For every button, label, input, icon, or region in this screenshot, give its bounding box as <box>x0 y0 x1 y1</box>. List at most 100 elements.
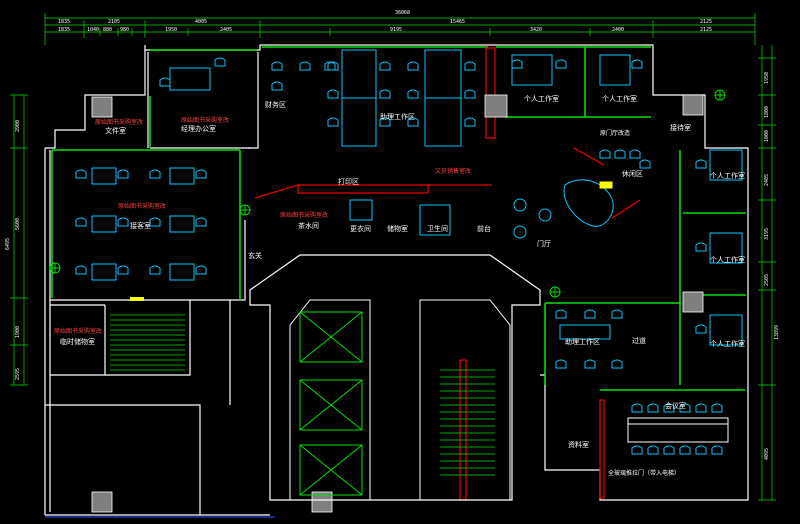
desk <box>424 97 462 147</box>
chair <box>631 445 643 455</box>
desk <box>341 49 377 99</box>
dim-top2-7: 9195 <box>390 27 403 33</box>
label-temp-note: 原始图书采购室改 <box>54 328 103 335</box>
label-manager-office: 经理办公室 <box>181 125 216 133</box>
dim-right-3: 1000 <box>764 129 770 142</box>
label-storage: 储物室 <box>387 225 408 233</box>
chair <box>639 159 651 169</box>
glass-partitions <box>51 46 746 391</box>
label-assist: 助理工作区 <box>565 338 600 346</box>
chair <box>327 61 339 71</box>
chair <box>464 61 476 71</box>
chair <box>599 149 611 159</box>
dim-top2-2: 1040 <box>87 27 100 33</box>
label-finance: 财务区 <box>265 101 286 109</box>
dim-right-4: 2405 <box>764 173 770 186</box>
top-dimensions <box>44 13 756 45</box>
chair <box>271 81 283 91</box>
dim-top2-9: 2400 <box>612 27 625 33</box>
chair <box>379 117 391 127</box>
chair <box>611 359 623 369</box>
label-meeting: 会议室 <box>665 402 686 410</box>
label-reception-note: 原始图书采购室改 <box>118 203 167 210</box>
meeting-table <box>627 417 729 443</box>
chair <box>679 403 691 413</box>
round-table <box>513 225 527 239</box>
chair <box>631 403 643 413</box>
chair <box>407 117 419 127</box>
chair <box>195 169 207 179</box>
label-personal4: 个人工作室 <box>710 256 745 264</box>
desk <box>91 167 117 185</box>
dim-right-5: 3195 <box>764 227 770 240</box>
furniture <box>75 49 743 455</box>
dim-top-3: 4005 <box>195 19 208 25</box>
chair <box>407 89 419 99</box>
label-pantry-note: 原始图书采购室改 <box>280 212 329 219</box>
chair <box>511 59 523 69</box>
chair <box>614 149 626 159</box>
chair <box>584 359 596 369</box>
dim-right-1: 1950 <box>764 71 770 84</box>
dim-left-2: 5600 <box>15 217 21 230</box>
dim-left-3: 6495 <box>5 237 11 250</box>
desk <box>709 232 743 264</box>
chair <box>117 265 129 275</box>
stairs <box>110 314 495 476</box>
dim-top2-10: 2125 <box>700 27 713 33</box>
label-print: 打印区 <box>338 178 359 186</box>
desk <box>511 54 553 86</box>
label-lobby: 门厅 <box>537 240 551 248</box>
chair <box>555 359 567 369</box>
chair <box>195 265 207 275</box>
label-pantry: 茶水间 <box>298 222 319 230</box>
chair <box>117 169 129 179</box>
chair <box>327 89 339 99</box>
chair <box>663 403 675 413</box>
right-dimensions <box>758 45 776 501</box>
outer-walls <box>44 44 749 516</box>
label-mgr-room: 接待室 <box>670 124 691 132</box>
chair <box>695 324 707 334</box>
desk <box>169 263 195 281</box>
chair <box>695 445 707 455</box>
label-wc: 卫生间 <box>427 225 448 233</box>
dim-left-1: 2900 <box>15 119 21 132</box>
label-elevator-note: 全玻璃推拉门（带入电梯） <box>608 470 681 477</box>
desk <box>559 324 611 340</box>
desk <box>341 97 377 147</box>
chair <box>159 77 171 87</box>
dim-top2-1: 1835 <box>58 27 71 33</box>
label-personal2: 个人工作室 <box>602 95 637 103</box>
dim-right-6: 2505 <box>764 273 770 286</box>
columns <box>91 94 704 513</box>
chair <box>555 59 567 69</box>
red-accents <box>254 47 641 501</box>
label-rest: 休闲区 <box>622 170 643 178</box>
label-personal1: 个人工作室 <box>524 95 559 103</box>
chair <box>464 117 476 127</box>
label-rest-note: 原门厅改造 <box>600 130 631 137</box>
dim-top2-5: 1950 <box>165 27 178 33</box>
yellow-marks <box>130 183 609 301</box>
dim-top2-8: 3420 <box>530 27 543 33</box>
dim-total: 36068 <box>395 10 411 16</box>
desk <box>169 67 211 91</box>
chair <box>407 61 419 71</box>
dim-left-4: 1900 <box>15 325 21 338</box>
label-file-room: 文件室 <box>105 127 126 135</box>
chair <box>611 309 623 319</box>
label-personal5: 个人工作室 <box>710 340 745 348</box>
chair <box>584 309 596 319</box>
desk <box>91 263 117 281</box>
dim-top-2: 2105 <box>108 19 121 25</box>
label-guest: 接客室 <box>130 222 151 230</box>
chair <box>679 445 691 455</box>
dim-top2-3: 880 <box>103 27 113 33</box>
chair <box>663 445 675 455</box>
label-temp: 临时储物室 <box>60 338 95 346</box>
chair <box>464 89 476 99</box>
chair <box>117 217 129 227</box>
label-changing: 更衣间 <box>350 225 371 233</box>
chair <box>711 403 723 413</box>
